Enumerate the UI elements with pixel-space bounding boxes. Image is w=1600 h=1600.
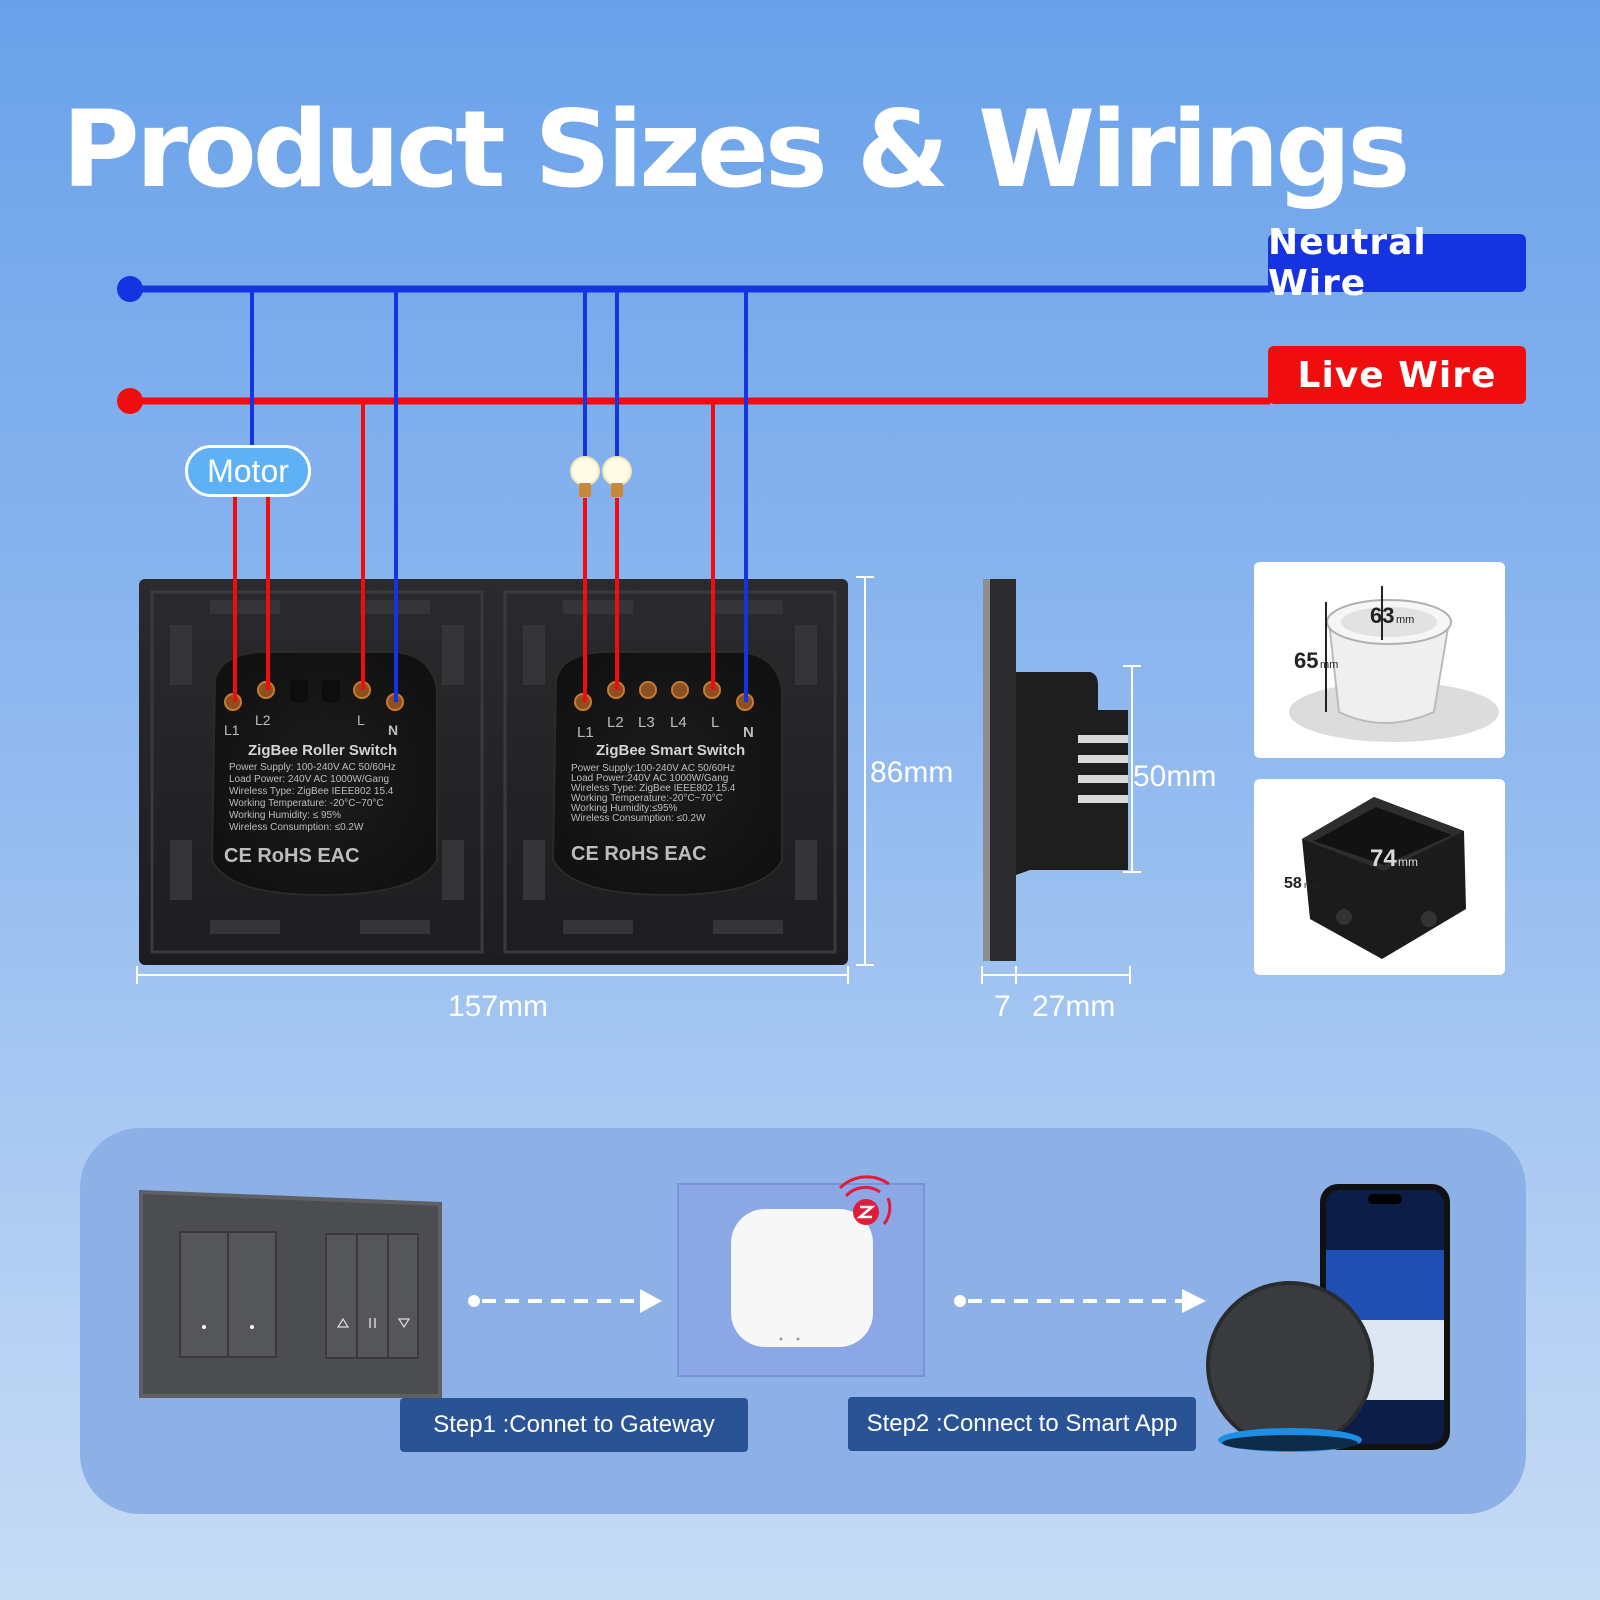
terminal-label: L1 bbox=[224, 722, 240, 738]
spec-line: Load Power: 240V AC 1000W/Gang bbox=[229, 774, 389, 785]
smart-speaker-image bbox=[1206, 1281, 1374, 1452]
body-depth-dimension: 50mm bbox=[1133, 760, 1217, 793]
terminal-label: L bbox=[711, 714, 719, 731]
terminal-label: L3 bbox=[638, 714, 655, 731]
square-back-box-image: 74 mm 58 mm bbox=[1254, 779, 1505, 975]
zigbee-gateway bbox=[677, 1175, 925, 1377]
step2-button[interactable]: Step2 :Connect to Smart App bbox=[848, 1397, 1196, 1451]
terminal-label: N bbox=[743, 724, 754, 741]
spec-line: Wireless Type: ZigBee IEEE802 15.4 bbox=[229, 786, 394, 797]
round-back-box-drawing: 63 mm 65 mm bbox=[1254, 562, 1505, 758]
down-triangle-icon bbox=[397, 1318, 411, 1329]
terminal-label: L4 bbox=[670, 714, 687, 731]
spec-line: Load Power:240V AC 1000W/Gang bbox=[571, 773, 728, 784]
smart-switch-name: ZigBee Smart Switch bbox=[596, 742, 745, 759]
neutral-wire-label: Neutral Wire bbox=[1268, 222, 1526, 304]
cert-marks: CE RoHS EAC bbox=[224, 845, 360, 867]
spec-line: Wireless Consumption: ≤0.2W bbox=[229, 822, 364, 833]
round-box-height: 65 bbox=[1294, 648, 1318, 673]
spec-line: Working Humidity: ≤ 95% bbox=[229, 810, 341, 821]
live-wire-label: Live Wire bbox=[1268, 346, 1526, 404]
round-box-diameter: 63 bbox=[1370, 603, 1394, 628]
roller-switch-name: ZigBee Roller Switch bbox=[248, 742, 397, 759]
spec-line: Wireless Consumption: ≤0.2W bbox=[571, 813, 706, 824]
spec-line: Power Supply:100-240V AC 50/60Hz bbox=[571, 763, 735, 774]
arrow-right-icon bbox=[954, 1289, 1206, 1313]
switch-front-panel bbox=[139, 1190, 442, 1398]
spec-line: Wireless Type: ZigBee IEEE802 15.4 bbox=[571, 783, 736, 794]
pause-icon bbox=[369, 1318, 376, 1328]
terminal-label: L2 bbox=[607, 714, 624, 731]
cert-marks: CE RoHS EAC bbox=[571, 843, 707, 865]
motor-label: Motor bbox=[185, 445, 311, 497]
terminal-label: L bbox=[357, 712, 365, 728]
drop-wires bbox=[233, 289, 748, 702]
zigbee-icon bbox=[838, 1175, 892, 1225]
roller-switch-label-group: L1 L2 L N ZigBee Roller Switch Power Sup… bbox=[224, 712, 398, 867]
square-box-side: 74 bbox=[1370, 845, 1397, 872]
step1-button[interactable]: Step1 :Connet to Gateway bbox=[400, 1398, 748, 1452]
smart-switch-module bbox=[551, 651, 783, 897]
square-box-depth-unit: mm bbox=[1304, 880, 1319, 890]
depth-dimension: 27mm bbox=[1032, 990, 1116, 1023]
height-dimension: 86mm bbox=[870, 756, 954, 789]
round-box-diameter-unit: mm bbox=[1396, 614, 1414, 626]
square-back-box-drawing: 74 mm 58 mm bbox=[1254, 779, 1505, 975]
live-wire bbox=[117, 388, 1270, 414]
neutral-wire bbox=[117, 276, 1270, 302]
dimension-lines bbox=[136, 576, 1141, 984]
spec-line: Power Supply: 100-240V AC 50/60Hz bbox=[229, 762, 396, 773]
terminal-label: L1 bbox=[577, 724, 594, 741]
smart-switch-label-group: L1 L2 L3 L4 L N ZigBee Smart Switch Powe… bbox=[571, 714, 754, 865]
terminal-label: L2 bbox=[255, 712, 271, 728]
roller-switch-module bbox=[210, 651, 438, 897]
square-box-depth: 58 bbox=[1284, 875, 1302, 892]
spec-line: Working Humidity:≤95% bbox=[571, 803, 678, 814]
spec-line: Working Temperature:-20°C~70°C bbox=[571, 793, 723, 804]
up-triangle-icon bbox=[336, 1317, 350, 1328]
round-box-height-unit: mm bbox=[1320, 659, 1338, 671]
spec-line: Working Temperature: -20°C~70°C bbox=[229, 798, 384, 809]
bulb-icon bbox=[602, 456, 632, 497]
round-back-box-image: 63 mm 65 mm bbox=[1254, 562, 1505, 758]
square-box-side-unit: mm bbox=[1398, 855, 1418, 869]
arrow-right-icon bbox=[468, 1289, 662, 1313]
terminal-label: N bbox=[388, 722, 398, 738]
plate-thickness-dimension: 7 bbox=[994, 990, 1011, 1023]
width-dimension: 157mm bbox=[448, 990, 549, 1023]
bulb-icon bbox=[570, 456, 600, 497]
switch-side-view bbox=[983, 579, 1128, 961]
page-title: Product Sizes & Wirings bbox=[62, 88, 1410, 211]
